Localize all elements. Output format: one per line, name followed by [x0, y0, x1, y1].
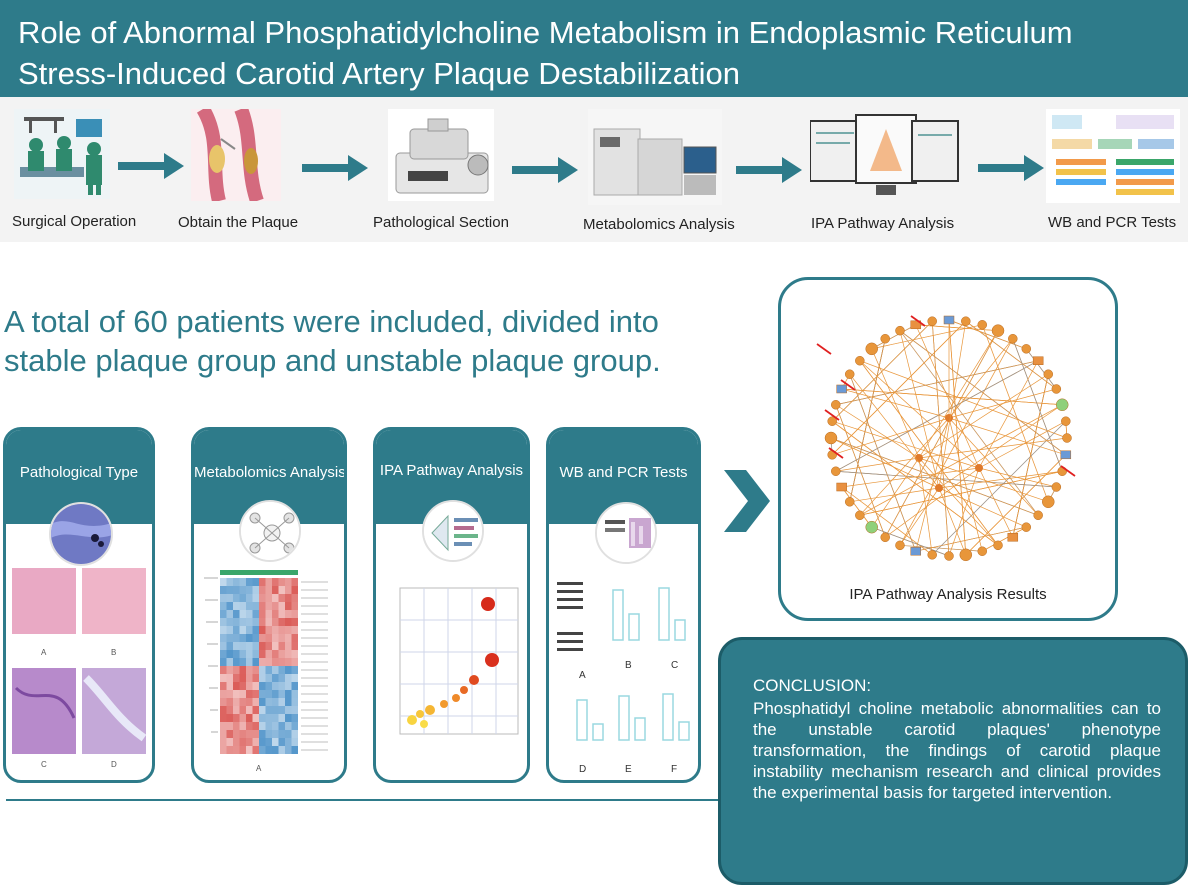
- figure-label-b: B: [625, 660, 632, 671]
- computer-screens-image: [810, 111, 960, 201]
- figure-label-a: A: [41, 648, 47, 657]
- step-label-surgical-operation: Surgical Operation: [12, 213, 137, 230]
- pathway-network-image: [816, 315, 1076, 562]
- title-banner: Role of Abnormal Phosphatidylcholine Met…: [0, 0, 1188, 97]
- histology-grid: [12, 568, 147, 754]
- histology-circle-image: [49, 502, 113, 566]
- lab-assay-image: [1046, 109, 1180, 203]
- arrow-icon: [512, 157, 578, 183]
- panel-title: Metabolomics Analysis: [194, 464, 346, 481]
- bubble-plot-image: [399, 587, 519, 735]
- step-label-ipa-pathway-analysis: IPA Pathway Analysis: [811, 215, 955, 232]
- figure-label-c: C: [41, 760, 47, 769]
- panel-pathological-type: Pathological Type A B C D: [3, 427, 155, 783]
- divider-line: [6, 799, 722, 801]
- panel-title: IPA Pathway Analysis: [379, 462, 524, 479]
- title-line-1: Role of Abnormal Phosphatidylcholine Met…: [18, 15, 1073, 50]
- blot-bar-charts-image: [557, 582, 690, 741]
- chevron-right-icon: [724, 470, 770, 532]
- step-label-pathological-section: Pathological Section: [373, 214, 509, 231]
- figure-label-b: B: [111, 648, 117, 657]
- panel-title: Pathological Type: [19, 464, 139, 481]
- panel-title: WB and PCR Tests: [559, 464, 688, 481]
- patients-headline: A total of 60 patients were included, di…: [4, 302, 724, 380]
- conclusion-text: Phosphatidyl choline metabolic abnormali…: [753, 699, 1161, 802]
- headline-line-1: A total of 60 patients were included, di…: [4, 304, 659, 339]
- panel-ipa-pathway-analysis: IPA Pathway Analysis: [373, 427, 530, 783]
- figure-label-a: A: [579, 670, 586, 681]
- conclusion-heading: CONCLUSION:: [753, 676, 872, 695]
- artery-plaque-image: [191, 109, 281, 201]
- conclusion-box: CONCLUSION: Phosphatidyl choline metabol…: [718, 637, 1188, 885]
- metabolomics-circle-image: [239, 500, 301, 562]
- headline-line-2: stable plaque group and unstable plaque …: [4, 343, 661, 378]
- mass-spectrometer-image: [588, 109, 722, 205]
- figure-label-d: D: [579, 764, 587, 775]
- microtome-image: [388, 109, 494, 201]
- figure-label-a: A: [256, 764, 262, 773]
- step-label-metabolomics-analysis: Metabolomics Analysis: [583, 216, 735, 233]
- pathway-circle-image: [422, 500, 484, 562]
- ipa-results-caption: IPA Pathway Analysis Results: [849, 586, 1047, 603]
- workflow-strip: Surgical Operation Obtain the Plaque Pat…: [0, 97, 1188, 242]
- arrow-icon: [118, 153, 184, 179]
- title-line-2: Stress-Induced Carotid Artery Plaque Des…: [18, 56, 740, 91]
- arrow-icon: [736, 157, 802, 183]
- panel-wb-pcr-tests: WB and PCR Tests A B C D E F: [546, 427, 701, 783]
- surgery-image: [14, 109, 110, 199]
- step-label-wb-pcr-tests: WB and PCR Tests: [1048, 214, 1177, 231]
- step-label-obtain-plaque: Obtain the Plaque: [178, 214, 299, 231]
- figure-label-f: F: [671, 764, 678, 775]
- figure-label-c: C: [671, 660, 679, 671]
- ipa-results-panel: IPA Pathway Analysis Results: [778, 277, 1118, 621]
- western-blot-circle-image: [595, 502, 657, 564]
- heatmap-image: [204, 570, 328, 754]
- panel-metabolomics-analysis: Metabolomics Analysis A: [191, 427, 347, 783]
- figure-label-d: D: [111, 760, 117, 769]
- arrow-icon: [302, 155, 368, 181]
- figure-label-e: E: [625, 764, 632, 775]
- arrow-icon: [978, 155, 1044, 181]
